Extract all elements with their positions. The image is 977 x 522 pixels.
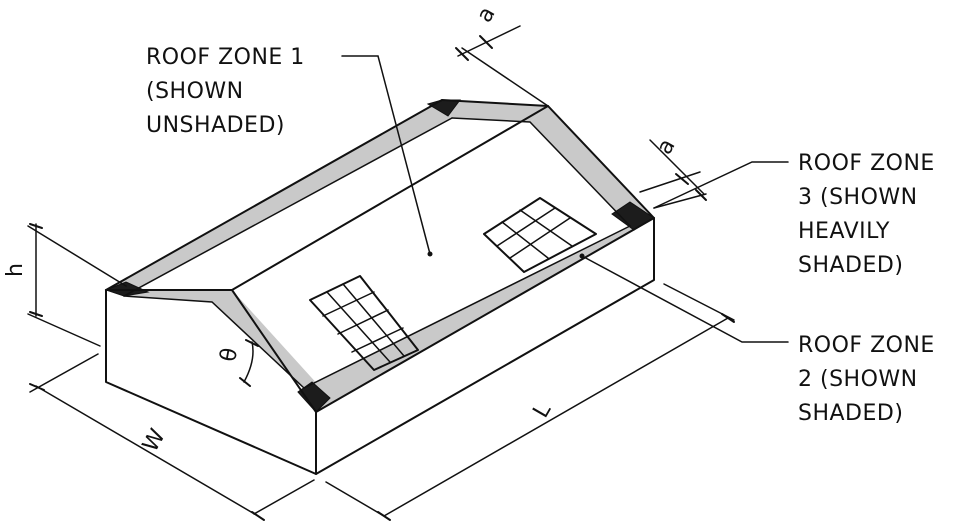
roof-zone-1-label: ROOF ZONE 1 (SHOWN UNSHADED) (146, 45, 305, 138)
dimension-h (27, 223, 127, 347)
dim-w-label: W (138, 425, 171, 457)
dimension-a-top (455, 25, 549, 107)
building-outline (105, 99, 655, 475)
roof-zone-3-line-3: HEAVILY (798, 219, 890, 244)
skylight-left (309, 275, 419, 371)
roof-zone-1-line-3: UNSHADED) (146, 113, 285, 138)
dim-h-label: h (3, 263, 28, 277)
roof-zone-3-line-1: ROOF ZONE (798, 151, 935, 176)
dimension-w (29, 353, 315, 521)
dimension-theta (239, 339, 259, 387)
dim-a-top-label: a (472, 3, 500, 27)
roof-zone-2-line-1: ROOF ZONE (798, 333, 935, 358)
leader-lines (341, 55, 789, 343)
roof-zone-3-line-4: SHADED) (798, 253, 903, 278)
dim-theta-label: θ (216, 346, 243, 364)
roof-zone-2-bands (106, 100, 654, 412)
roof-zone-2-line-2: 2 (SHOWN (798, 367, 918, 392)
roof-zone-2-line-3: SHADED) (798, 401, 903, 426)
roof-zone-3-line-2: 3 (SHOWN (798, 185, 918, 210)
roof-zone-2-label: ROOF ZONE 2 (SHOWN SHADED) (798, 333, 935, 426)
roof-zone-1-line-2: (SHOWN (146, 79, 244, 104)
roof-zone-1-line-1: ROOF ZONE 1 (146, 45, 305, 70)
dimension-a-right (639, 139, 707, 209)
dim-a-right-label: a (652, 135, 680, 159)
roof-zone-3-label: ROOF ZONE 3 (SHOWN HEAVILY SHADED) (798, 151, 935, 278)
skylight-right (483, 197, 597, 273)
dimension-l (325, 283, 735, 521)
